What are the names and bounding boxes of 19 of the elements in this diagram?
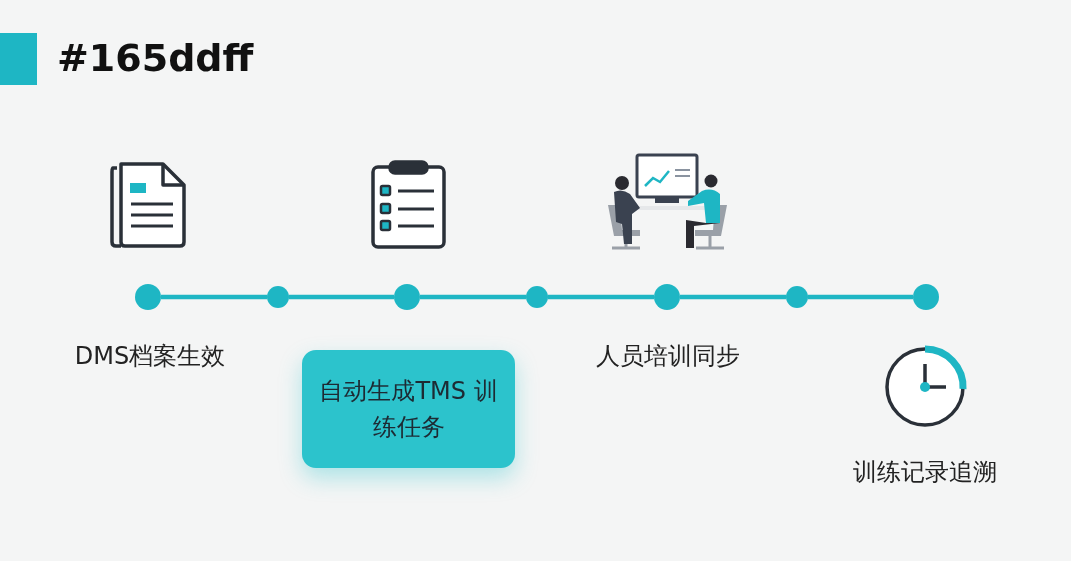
- timeline-dot: [135, 284, 161, 310]
- timeline-dot: [786, 286, 808, 308]
- timeline-dot: [267, 286, 289, 308]
- highlight-box: [302, 350, 515, 468]
- timeline-dot: [526, 286, 548, 308]
- timeline-dot: [394, 284, 420, 310]
- timeline-line: [680, 294, 786, 300]
- step-text: 自动生成TMS 训练任务: [318, 376, 499, 443]
- step-label: 训练记录追溯: [852, 457, 998, 488]
- timeline-line: [420, 294, 526, 300]
- title: #165ddff: [57, 36, 254, 80]
- timeline-line: [289, 294, 394, 300]
- timeline-line: [548, 294, 654, 300]
- timeline-dot: [654, 284, 680, 310]
- step-label: 人员培训同步: [595, 341, 741, 372]
- timeline-line: [161, 294, 267, 300]
- step-label: DMS档案生效: [73, 341, 227, 372]
- timeline-dot: [913, 284, 939, 310]
- timeline-line: [808, 294, 913, 300]
